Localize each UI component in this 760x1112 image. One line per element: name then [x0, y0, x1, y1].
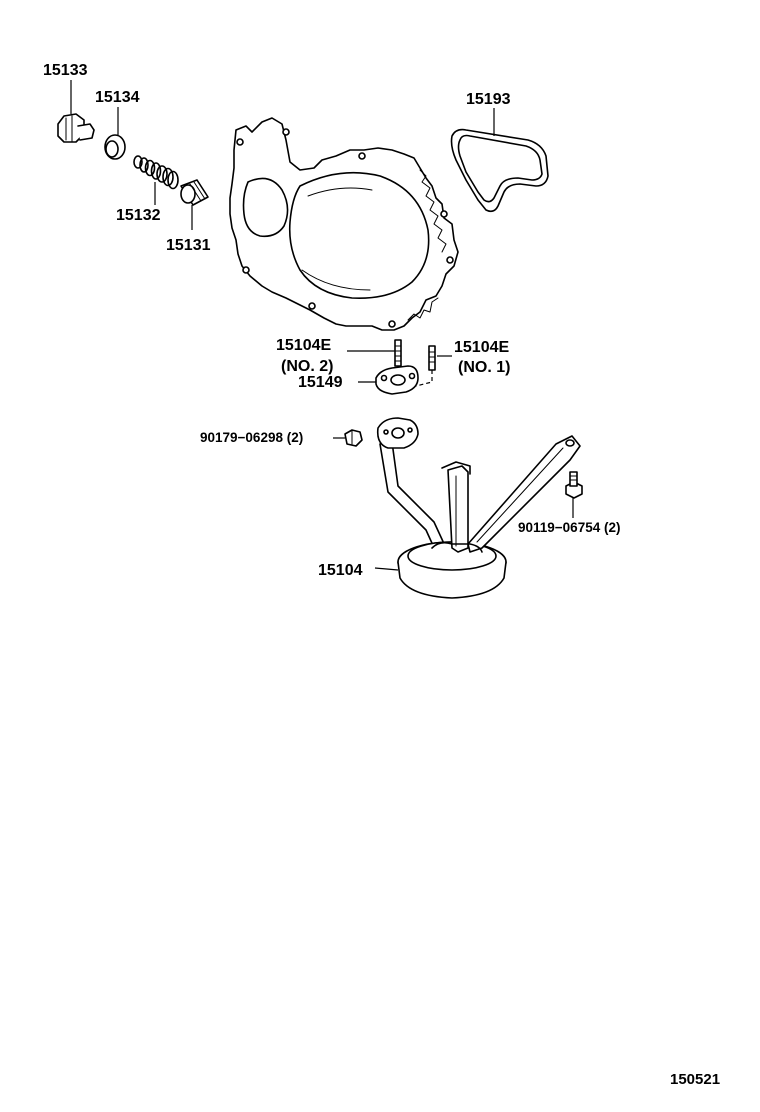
callout-no1: (NO. 1) [458, 359, 510, 376]
nut-90179 [344, 429, 363, 447]
diagram-reference-number: 150521 [670, 1071, 720, 1088]
transmission-case [229, 117, 459, 331]
callout-no2: (NO. 2) [281, 358, 333, 375]
stud-15104e-no2 [394, 339, 402, 367]
callout-90119: 90119−06754 (2) [518, 520, 620, 535]
callout-90179: 90179−06298 (2) [200, 430, 303, 445]
gasket-15193 [450, 128, 549, 213]
ring-15134 [104, 134, 126, 160]
spring-15132 [133, 155, 179, 190]
dashed-leader-no1 [415, 370, 433, 387]
callout-15104: 15104 [318, 562, 363, 579]
valve-15131 [180, 179, 209, 206]
callout-15149: 15149 [298, 374, 343, 391]
callout-15104e-no2: 15104E [276, 337, 331, 354]
stud-15104e-no1 [428, 345, 436, 371]
callout-15133: 15133 [43, 62, 88, 79]
plug-15133 [57, 113, 95, 143]
gasket-15149 [375, 365, 419, 395]
strainer-15104 [376, 417, 581, 599]
callout-15134: 15134 [95, 89, 140, 106]
callout-15131: 15131 [166, 237, 211, 254]
callout-15104e-no1: 15104E [454, 339, 509, 356]
bolt-90119 [565, 471, 583, 499]
leader-15104 [374, 567, 399, 571]
callout-15193: 15193 [466, 91, 511, 108]
callout-15132: 15132 [116, 207, 161, 224]
